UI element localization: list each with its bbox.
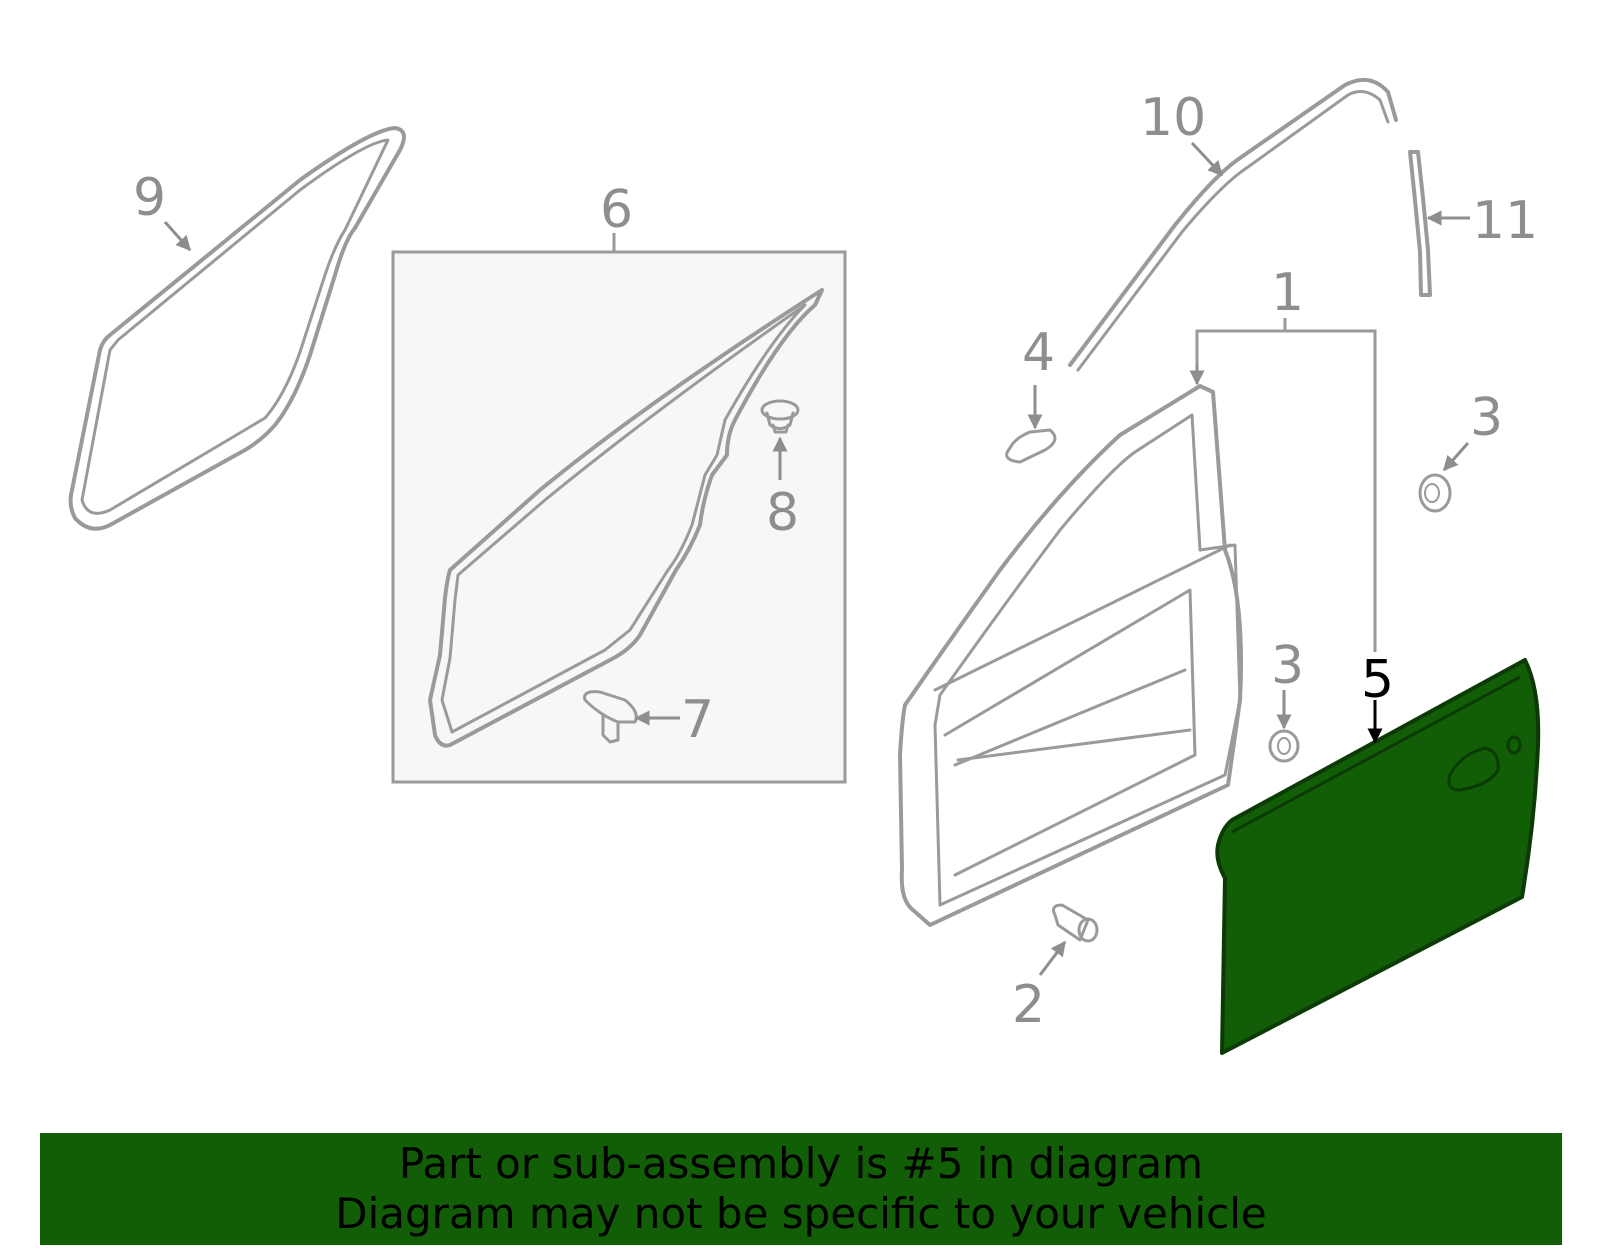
part-1-door-shell[interactable] <box>898 384 1243 927</box>
part-5-outer-panel[interactable] <box>1215 658 1541 1055</box>
callout-9: 9 <box>133 168 166 228</box>
callout-9-leader <box>163 221 192 252</box>
callout-1: 1 <box>1271 263 1304 323</box>
part-4-emblem[interactable] <box>1005 428 1057 464</box>
callout-10-leader <box>1190 141 1224 177</box>
banner-line-1: Part or sub-assembly is #5 in diagram <box>398 1139 1204 1188</box>
callout-11: 11 <box>1472 191 1538 251</box>
info-banner-bg <box>40 1133 1562 1245</box>
callout-10: 10 <box>1140 88 1206 148</box>
banner-line-2: Diagram may not be specific to your vehi… <box>335 1189 1267 1238</box>
part-2-pin[interactable] <box>1052 903 1099 943</box>
part-9-weatherstrip[interactable] <box>68 126 406 531</box>
callout-7: 7 <box>681 690 714 750</box>
callout-6: 6 <box>600 180 633 240</box>
callout-5: 5 <box>1361 650 1394 710</box>
part-3-grommet-lower[interactable] <box>1268 729 1300 763</box>
callout-4: 4 <box>1022 323 1055 383</box>
info-banner: Part or sub-assembly is #5 in diagram Di… <box>40 1133 1562 1245</box>
callout-1-bracket <box>1189 318 1377 652</box>
callout-3-upper-leader <box>1442 442 1470 472</box>
callout-2-leader <box>1038 940 1067 976</box>
part-10-molding[interactable] <box>1068 77 1398 372</box>
callout-2: 2 <box>1012 975 1045 1035</box>
part-6-seal[interactable] <box>428 288 824 748</box>
part-6-group-box <box>391 250 847 784</box>
part-3-grommet-upper[interactable] <box>1418 473 1452 513</box>
part-8-clip[interactable] <box>760 399 800 434</box>
part-11-molding[interactable] <box>1408 150 1432 297</box>
callout-8: 8 <box>766 483 799 543</box>
callout-3-lower: 3 <box>1271 636 1304 696</box>
callout-3-upper: 3 <box>1470 388 1503 448</box>
